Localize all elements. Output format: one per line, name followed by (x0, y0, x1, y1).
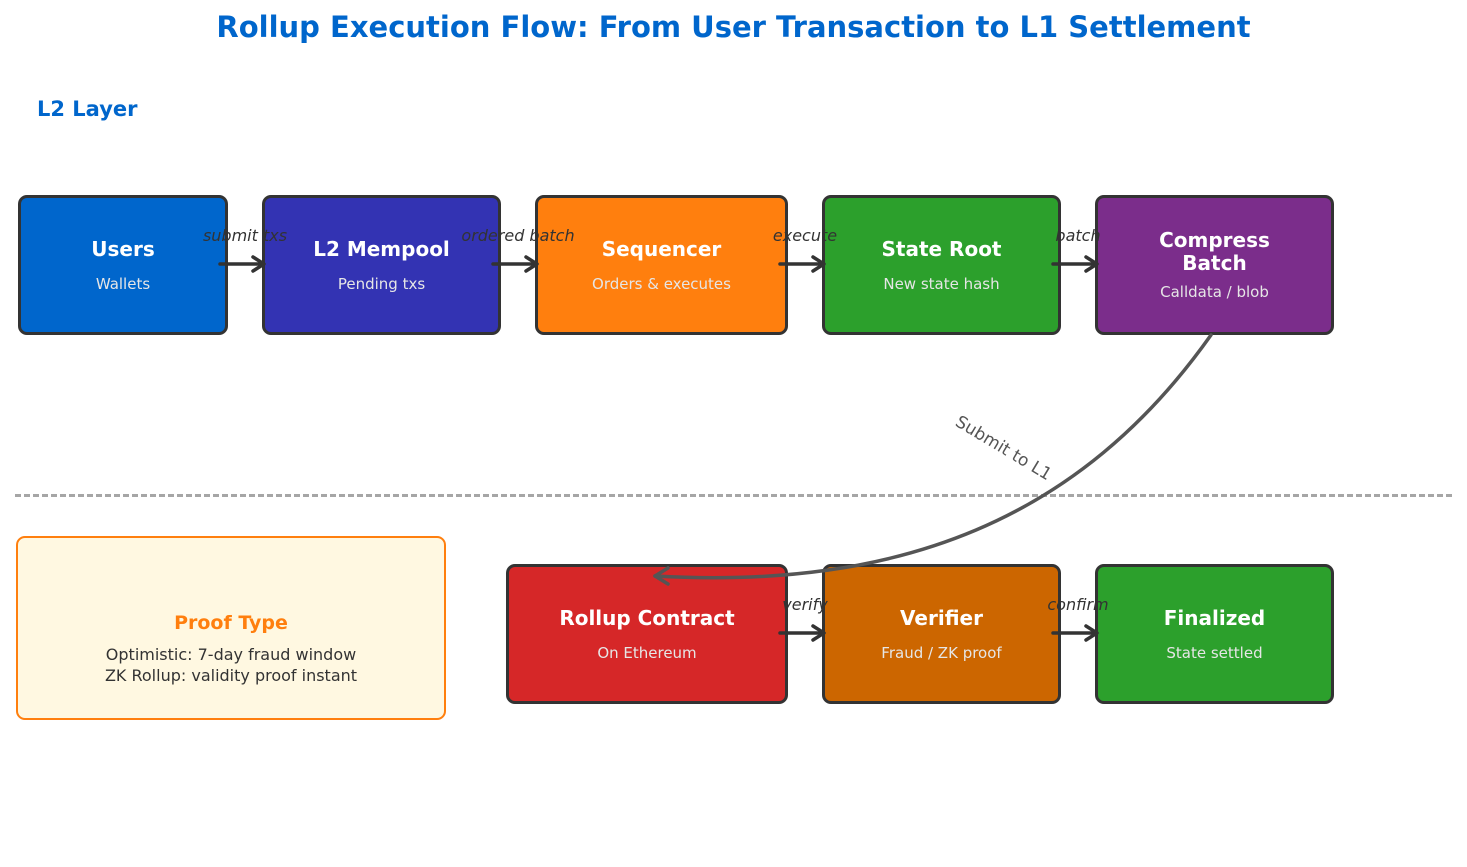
edge-label-confirm: confirm (1047, 595, 1109, 614)
state-root-subtitle: New state hash (883, 274, 1000, 293)
arrow-state-root-to-compress (1051, 255, 1099, 273)
edge-label-submit-txs: submit txs (202, 226, 288, 245)
rollup-contract-subtitle: On Ethereum (597, 643, 697, 662)
l2-mempool-title: L2 Mempool (313, 236, 450, 261)
l2-mempool-subtitle: Pending txs (337, 274, 426, 293)
state-root-title: State Root (881, 236, 1002, 261)
layer-divider (15, 494, 1452, 497)
sequencer-subtitle: Orders & executes (592, 274, 731, 293)
arrow-submit-to-l1 (653, 333, 1213, 586)
sequencer-title: Sequencer (601, 236, 722, 261)
arrow-contract-to-verifier (778, 624, 826, 642)
compress-batch-subtitle: Calldata / blob (1160, 283, 1269, 301)
edge-label-execute: execute (772, 226, 838, 245)
edge-label-ordered-batch: ordered batch (461, 226, 575, 245)
diagram-title: Rollup Execution Flow: From User Transac… (216, 10, 1251, 44)
finalized-title: Finalized (1163, 605, 1266, 630)
edge-label-batch: batch (1055, 226, 1101, 245)
compress-batch-title: Compress Batch (1159, 228, 1270, 275)
rollup-contract-title: Rollup Contract (559, 605, 735, 630)
state-root-node: State Root New state hash (822, 195, 1061, 335)
proof-type-box: Proof Type Optimistic: 7-day fraud windo… (16, 536, 446, 720)
proof-type-line-zk: ZK Rollup: validity proof instant (104, 666, 358, 685)
finalized-node: Finalized State settled (1095, 564, 1334, 704)
arrow-users-to-mempool (218, 255, 266, 273)
l2-mempool-node: L2 Mempool Pending txs (262, 195, 501, 335)
verifier-title: Verifier (900, 605, 983, 630)
arrow-mempool-to-sequencer (491, 255, 539, 273)
users-title: Users (91, 236, 155, 261)
users-node: Users Wallets (18, 195, 228, 335)
rollup-contract-node: Rollup Contract On Ethereum (506, 564, 788, 704)
arrow-verifier-to-finalized (1051, 624, 1099, 642)
verifier-node: Verifier Fraud / ZK proof (822, 564, 1061, 704)
sequencer-node: Sequencer Orders & executes (535, 195, 788, 335)
finalized-subtitle: State settled (1166, 643, 1263, 662)
users-subtitle: Wallets (95, 274, 151, 293)
proof-type-title: Proof Type (174, 612, 288, 634)
l2-layer-label: L2 Layer (37, 97, 138, 121)
edge-label-verify: verify (782, 595, 828, 614)
arrow-sequencer-to-state-root (778, 255, 826, 273)
verifier-subtitle: Fraud / ZK proof (881, 643, 1002, 662)
proof-type-line-optimistic: Optimistic: 7-day fraud window (105, 645, 357, 664)
